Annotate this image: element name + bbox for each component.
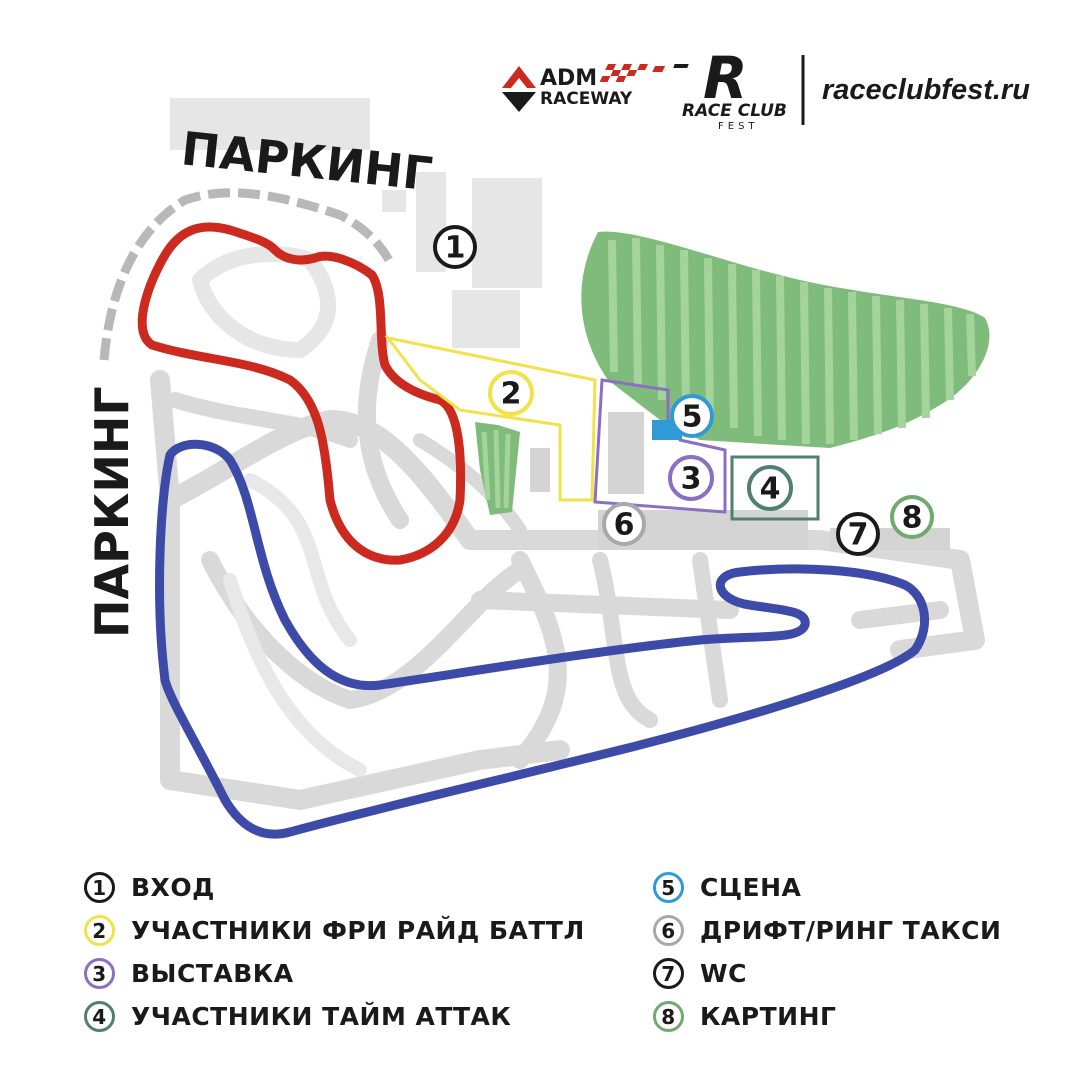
legend-label: ВХОД — [131, 873, 215, 902]
adm-logo-line1: ADM — [540, 66, 597, 91]
legend-item: 4 УЧАСТНИКИ ТАЙМ АТТАК — [84, 995, 585, 1038]
buildings — [170, 98, 950, 550]
parking-left-label: ПАРКИНГ — [85, 386, 139, 638]
checkered-flag-icon — [599, 64, 666, 82]
marker-7[interactable]: 7 — [836, 512, 880, 556]
adm-raceway-logo: ADM RACEWAY — [502, 64, 666, 112]
blue-track — [155, 439, 930, 839]
marker-1[interactable]: 1 — [433, 225, 477, 269]
legend-number-badge: 4 — [84, 1001, 115, 1032]
legend-item: 8 КАРТИНГ — [653, 995, 1001, 1038]
legend-number-badge: 6 — [653, 915, 684, 946]
marker-5[interactable]: 5 — [670, 394, 714, 438]
legend-label: КАРТИНГ — [700, 1002, 837, 1031]
legend-item: 2 УЧАСТНИКИ ФРИ РАЙД БАТТЛ — [84, 909, 585, 952]
legend-number-badge: 1 — [84, 872, 115, 903]
legend-item: 6 ДРИФТ/РИНГ ТАКСИ — [653, 909, 1001, 952]
legend-number-badge: 3 — [84, 958, 115, 989]
svg-text:5: 5 — [682, 400, 703, 435]
legend-item: 5 СЦЕНА — [653, 866, 1001, 909]
legend-item: 3 ВЫСТАВКА — [84, 952, 585, 995]
zone-4-outline — [730, 455, 820, 521]
legend-label: ВЫСТАВКА — [131, 959, 294, 988]
race-club-fest-logo: R RACE CLUB FEST — [673, 44, 787, 132]
svg-text:2: 2 — [501, 377, 522, 412]
site-url[interactable]: raceclubfest.ru — [822, 74, 1030, 106]
svg-text:6: 6 — [614, 508, 635, 543]
legend-number-badge: 8 — [653, 1001, 684, 1032]
marker-2[interactable]: 2 — [488, 370, 534, 416]
legend-label: УЧАСТНИКИ ФРИ РАЙД БАТТЛ — [131, 916, 585, 945]
adm-logo-line2: RACEWAY — [540, 89, 633, 109]
legend-label: WC — [700, 959, 747, 988]
legend-right: 5 СЦЕНА 6 ДРИФТ/РИНГ ТАКСИ 7 WC 8 КАРТИНГ — [653, 866, 1001, 1038]
grass-area — [475, 231, 990, 515]
zone-2-outline — [384, 335, 597, 502]
rcf-logo-letter: R — [703, 44, 748, 112]
legend-label: СЦЕНА — [700, 873, 802, 902]
rcf-logo-line1: RACE CLUB — [682, 101, 787, 121]
parking-fence — [99, 188, 394, 361]
legend-number-badge: 7 — [653, 958, 684, 989]
legend-number-badge: 5 — [653, 872, 684, 903]
rcf-logo-line2: FEST — [718, 121, 759, 132]
svg-text:8: 8 — [902, 501, 923, 536]
svg-text:1: 1 — [445, 231, 466, 266]
marker-8[interactable]: 8 — [890, 495, 934, 539]
svg-text:3: 3 — [681, 462, 702, 497]
legend-label: ДРИФТ/РИНГ ТАКСИ — [700, 916, 1002, 945]
red-track — [137, 222, 466, 565]
legend-left: 1 ВХОД 2 УЧАСТНИКИ ФРИ РАЙД БАТТЛ 3 ВЫСТАВКА 4… — [84, 866, 585, 1038]
marker-3[interactable]: 3 — [668, 455, 714, 501]
svg-text:4: 4 — [760, 472, 781, 507]
marker-4[interactable]: 4 — [747, 465, 793, 511]
legend-number-badge: 2 — [84, 915, 115, 946]
marker-6[interactable]: 6 — [602, 502, 646, 546]
legend-item: 1 ВХОД — [84, 866, 585, 909]
svg-text:7: 7 — [848, 518, 869, 553]
legend-label: УЧАСТНИКИ ТАЙМ АТТАК — [131, 1002, 512, 1031]
legend-item: 7 WC — [653, 952, 1001, 995]
